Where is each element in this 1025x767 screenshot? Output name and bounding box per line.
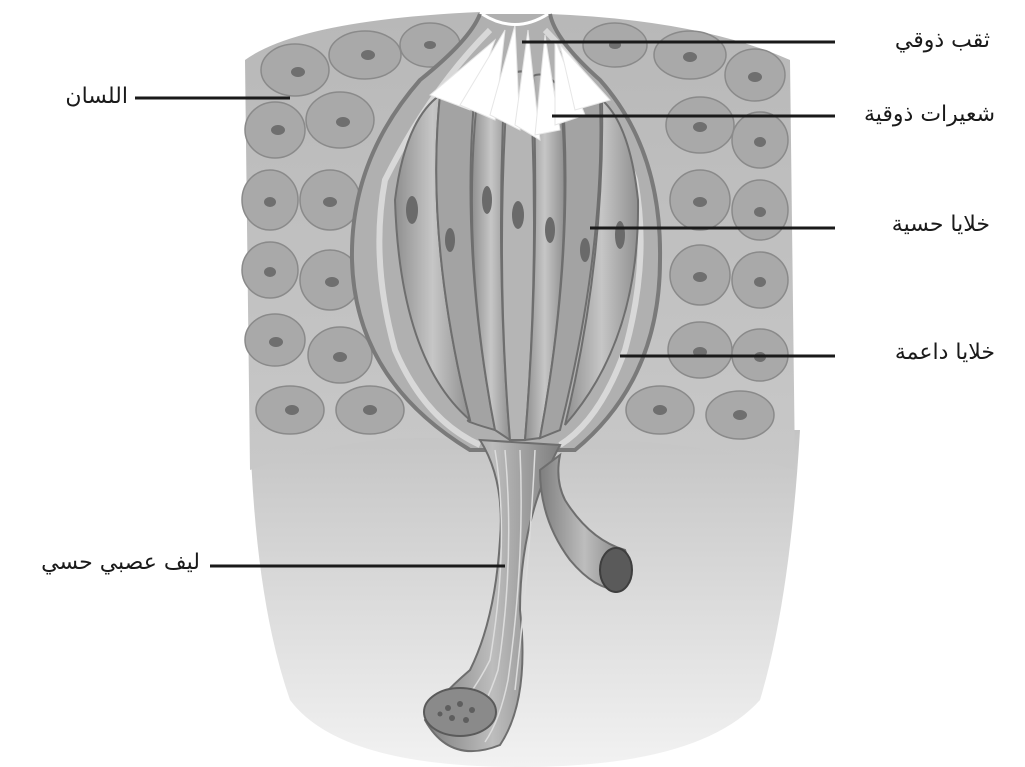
label-sensory-cells: خلايا حسية [855,214,990,236]
nerve-cross-section [424,688,496,736]
label-supporting-cells: خلايا داعمة [855,342,995,364]
label-sensory-nerve-fiber: ليف عصبي حسي [10,552,200,574]
label-taste-hairs: شعيرات ذوقية [850,104,995,126]
label-tongue: اللسان [48,86,128,108]
nerve-branch-cross-section [600,548,632,592]
label-taste-pore: ثقب ذوقي [860,30,990,52]
